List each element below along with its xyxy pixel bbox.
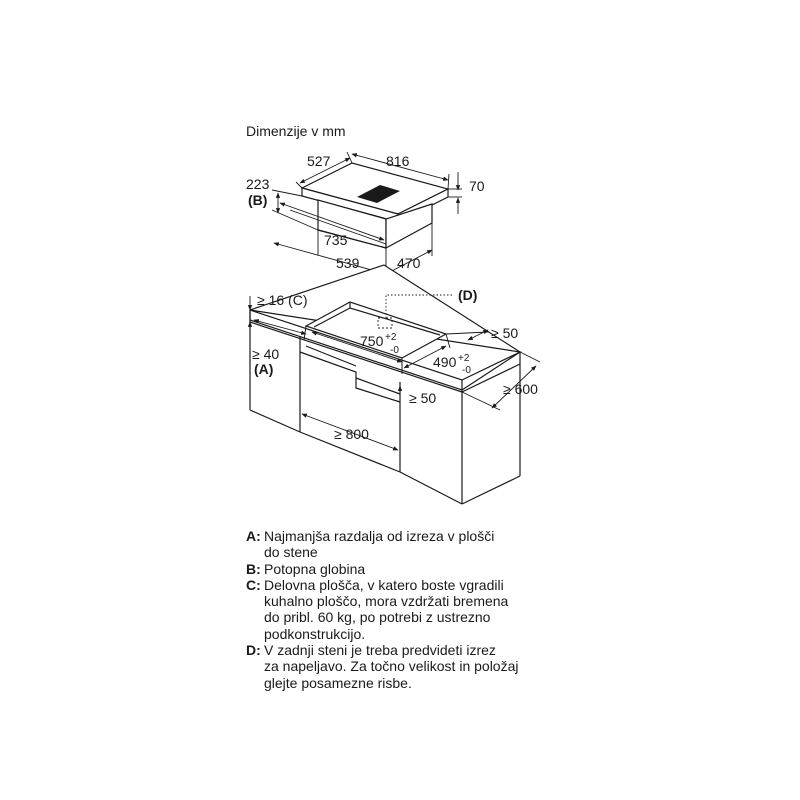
worktop-cut-width-tol-plus: +2 <box>385 332 397 343</box>
worktop-label-a: (A) <box>254 361 273 377</box>
legend-key: C: <box>246 576 261 593</box>
worktop-clear-side-label: ≥ 50 <box>409 390 436 406</box>
worktop-drawing <box>249 264 522 505</box>
worktop-cut-depth-label: 490 <box>433 354 457 370</box>
legend-key: D: <box>246 642 261 659</box>
hob-width-label: 816 <box>386 153 410 169</box>
hob-label-b: (B) <box>248 192 267 208</box>
legend-item: C:Delovna plošča, v katero boste vgradil… <box>246 577 576 642</box>
legend-key: B: <box>246 560 261 577</box>
worktop-cut-depth-tol-minus: -0 <box>462 365 471 376</box>
hob-height-label: 70 <box>469 178 485 194</box>
legend-item: B:Potopna globina <box>246 561 576 577</box>
worktop-min-depth-label: ≥ 600 <box>503 381 538 397</box>
worktop-cut-width-label: 750 <box>360 333 384 349</box>
installation-diagram: 527 816 70 223 (B) 735 539 470 <box>246 151 541 505</box>
worktop-clear-top-label: ≥ 50 <box>491 325 518 341</box>
legend-item: A:Najmanjša razdalja od izreza v plošči … <box>246 528 576 561</box>
worktop-cut-depth-tol-plus: +2 <box>458 353 470 364</box>
hob-cut-width-label: 735 <box>324 232 348 248</box>
legend-text: Potopna globina <box>264 560 366 577</box>
hob-cut-side-label: 470 <box>397 255 421 271</box>
legend-text: Najmanjša razdalja od izreza v plošči do… <box>264 528 495 561</box>
legend: A:Najmanjša razdalja od izreza v plošči … <box>246 528 576 691</box>
worktop-cut-width-tol-minus: -0 <box>390 345 399 356</box>
worktop-clear-a-label: ≥ 40 <box>252 346 279 362</box>
legend-text: V zadnji steni je treba predvideti izrez… <box>264 642 519 691</box>
hob-depth-b-label: 223 <box>246 176 270 192</box>
legend-key: A: <box>246 528 261 544</box>
worktop-dimensions <box>247 296 541 451</box>
legend-text: Delovna plošča, v katero boste vgradili … <box>264 576 509 642</box>
worktop-clear-c-label: ≥ 16 (C) <box>257 292 308 308</box>
hob-cut-front-label: 539 <box>336 255 360 271</box>
worktop-label-d: (D) <box>458 287 477 303</box>
hob-vent-slot <box>357 185 400 203</box>
page-title: Dimenzije v mm <box>246 123 346 139</box>
legend-item: D:V zadnji steni je treba predvideti izr… <box>246 642 576 691</box>
rear-cable-cutout <box>377 294 454 329</box>
hob-depth-label: 527 <box>307 153 331 169</box>
cabinet-width-label: ≥ 800 <box>334 426 369 442</box>
